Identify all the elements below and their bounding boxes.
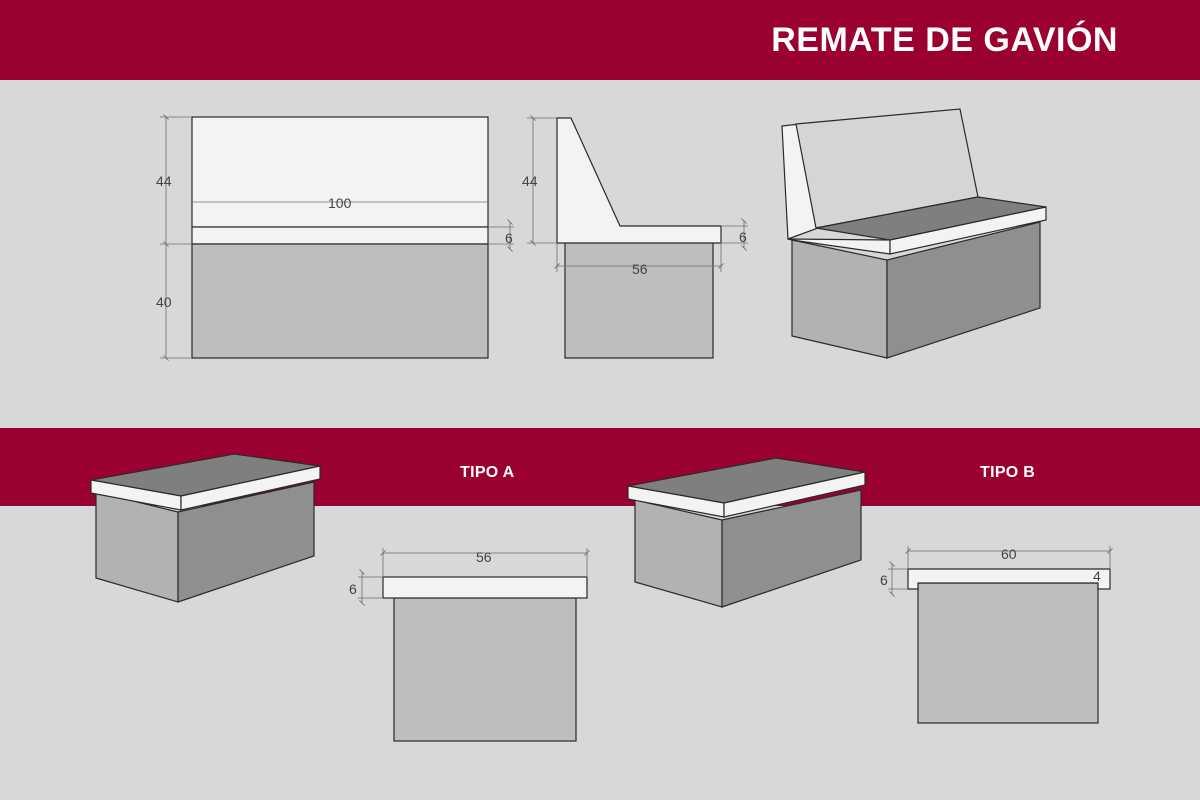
type-a-label: TIPO A: [460, 464, 515, 481]
type-b-cap: [907, 568, 1111, 590]
bench-gabion-front: [791, 239, 888, 359]
type-a-dim-cap-thickness: 6: [349, 581, 357, 597]
front-dim-width: 100: [328, 195, 352, 211]
type-b-dim-cap-thickness: 6: [880, 572, 888, 588]
side-cap-profile: [556, 117, 722, 244]
type-b-box-front: [634, 499, 723, 608]
type-a-box-side: [177, 481, 315, 603]
side-view: 44 56 6: [522, 115, 748, 359]
page-title: REMATE DE GAVIÓN: [771, 21, 1118, 59]
type-a-gabion: [393, 597, 577, 742]
type-a-cap: [382, 576, 588, 599]
side-dim-backrest-height: 44: [522, 173, 538, 189]
front-view: 44 40 100 6: [156, 114, 514, 361]
type-b-box-side: [721, 489, 862, 608]
type-b-label: TIPO B: [980, 464, 1036, 481]
front-cap: [191, 226, 489, 245]
bench-seat-side-edge: [889, 206, 1047, 255]
side-dim-depth: 56: [632, 261, 648, 277]
type-a-3d-view: [90, 453, 321, 603]
type-a-section: 56 6: [349, 548, 590, 742]
bench-gabion-side: [886, 221, 1041, 359]
type-b-dim-overhang: 4: [1093, 568, 1101, 584]
type-a-dim-width: 56: [476, 549, 492, 565]
type-b-3d-view: [627, 457, 866, 608]
front-dim-base-height: 40: [156, 294, 172, 310]
type-b-cap-side: [723, 471, 866, 518]
type-b-gabion: [917, 582, 1099, 724]
front-dim-backrest-height: 44: [156, 173, 172, 189]
type-a-box-front: [95, 491, 179, 603]
type-a-cap-side: [180, 465, 321, 511]
type-b-section: 60 6 4: [880, 546, 1113, 724]
front-gabion: [191, 243, 489, 359]
front-backrest: [191, 116, 489, 228]
bench-3d-view: [781, 108, 1047, 359]
type-b-dim-width: 60: [1001, 546, 1017, 562]
side-gabion: [564, 241, 714, 359]
header-band: [0, 0, 1200, 80]
side-dim-cap-thickness: 6: [739, 229, 747, 245]
front-dim-cap-thickness: 6: [505, 230, 513, 246]
